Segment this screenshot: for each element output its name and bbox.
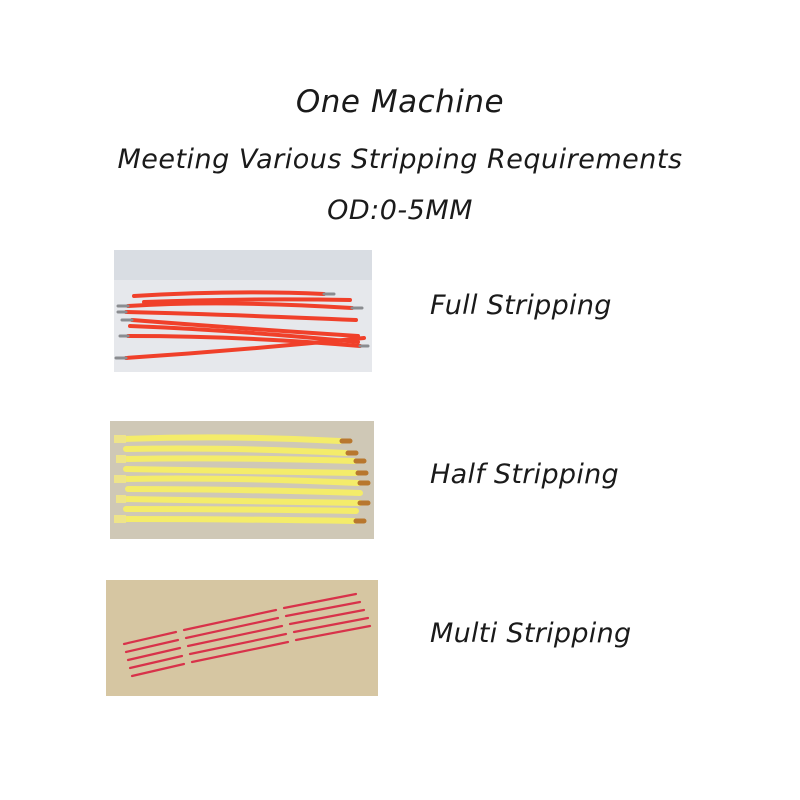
half-stripping-photo <box>110 421 374 539</box>
full-stripping-photo <box>114 250 372 372</box>
half-stripping-label: Half Stripping <box>430 459 619 490</box>
page-title: One Machine <box>295 84 505 120</box>
full-stripping-label: Full Stripping <box>430 290 612 321</box>
page-subtitle: Meeting Various Stripping Requirements <box>117 144 683 175</box>
multi-stripping-label: Multi Stripping <box>430 618 632 649</box>
multi-stripping-photo <box>106 580 378 696</box>
spec-od-range: OD:0-5MM <box>327 195 473 226</box>
